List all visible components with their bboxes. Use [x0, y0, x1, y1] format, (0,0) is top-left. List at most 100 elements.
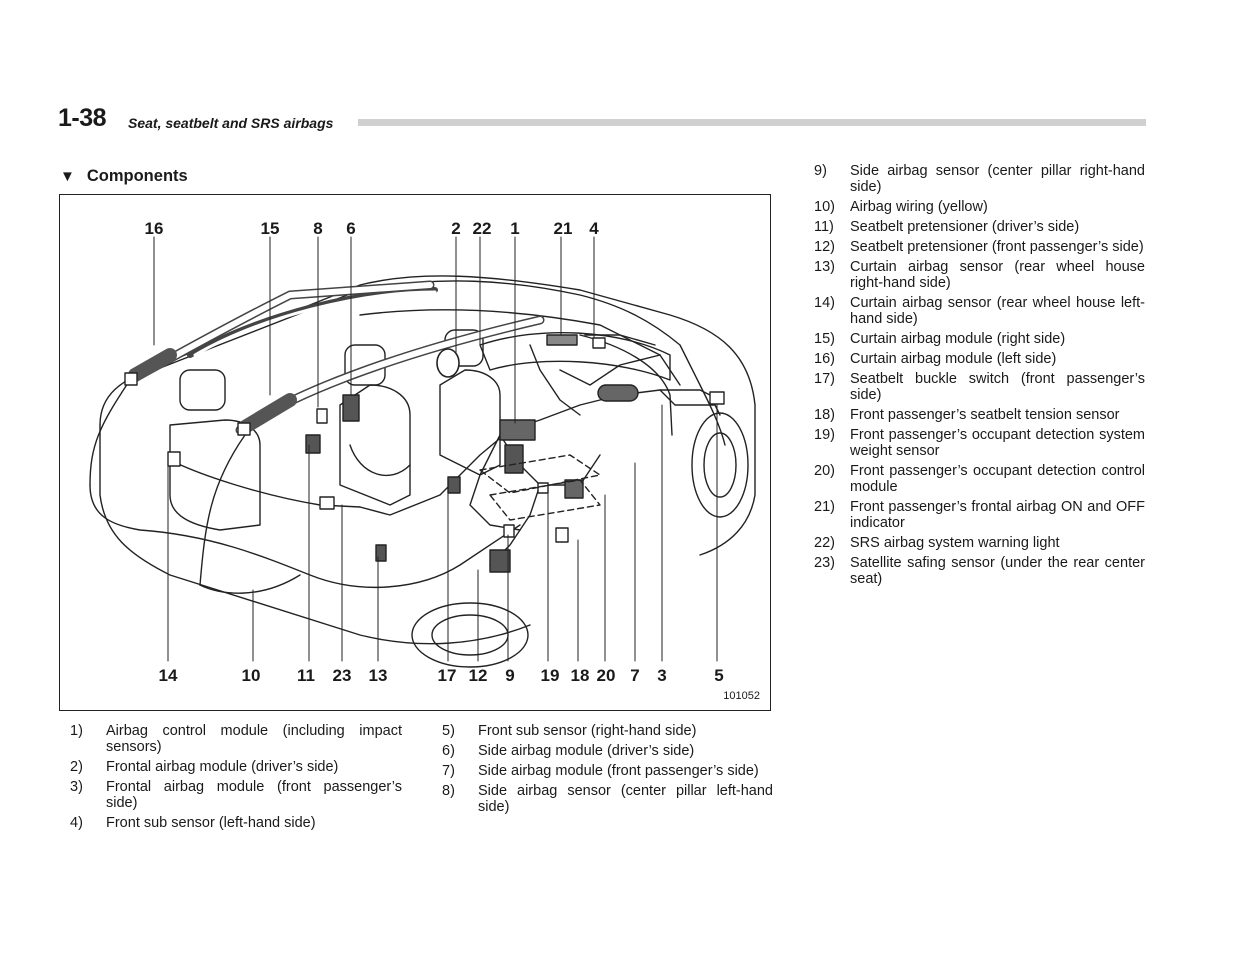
legend-text: Seatbelt pretensioner (front passenger’s…: [850, 239, 1144, 255]
callout-10: 10: [241, 666, 261, 685]
legend-text: Side airbag sensor (center pillar right-…: [850, 163, 1145, 195]
chapter-title: Seat, seatbelt and SRS airbags: [128, 115, 334, 131]
figure-number: 101052: [723, 690, 760, 702]
callout-9: 9: [505, 666, 515, 685]
legend-number: 13): [814, 259, 835, 275]
callout-4: 4: [589, 219, 599, 238]
legend-item: 15) Curtain airbag module (right side): [814, 331, 1145, 347]
section-heading-text: Components: [86, 167, 188, 185]
callout-3: 3: [657, 666, 667, 685]
legend-number: 7): [442, 763, 455, 779]
legend-item: 6) Side airbag module (driver’s side): [442, 743, 773, 759]
legend-text: Curtain airbag sensor (rear wheel house …: [850, 295, 1145, 327]
legend-item: 7) Side airbag module (front passenger’s …: [442, 763, 773, 779]
legend-item: 3) Frontal airbag module (front passenger…: [70, 779, 402, 811]
legend-number: 4): [70, 815, 83, 831]
legend-number: 19): [814, 427, 835, 443]
callout-19: 19: [540, 666, 560, 685]
legend-item: 9) Side airbag sensor (center pillar righ…: [814, 163, 1145, 195]
legend-column-3: 9) Side airbag sensor (center pillar righ…: [814, 163, 1145, 591]
callout-20: 20: [596, 666, 616, 685]
legend-number: 15): [814, 331, 835, 347]
legend-text: Front passenger’s occupant detection con…: [850, 463, 1145, 495]
legend-text: Front passenger’s occupant detection sys…: [850, 427, 1145, 459]
legend-number: 9): [814, 163, 827, 179]
legend-text: Front sub sensor (left-hand side): [106, 815, 316, 831]
legend-number: 20): [814, 463, 835, 479]
legend-number: 18): [814, 407, 835, 423]
callout-5: 5: [714, 666, 724, 685]
legend-item: 13) Curtain airbag sensor (rear wheel hou…: [814, 259, 1145, 291]
legend-text: Satellite safing sensor (under the rear …: [850, 555, 1145, 587]
legend-text: SRS airbag system warning light: [850, 535, 1060, 551]
callout-6: 6: [346, 219, 356, 238]
legend-item: 16)Curtain airbag module (left side): [814, 351, 1145, 367]
callout-7: 7: [630, 666, 640, 685]
legend-text: Airbag control module (including impact …: [106, 723, 402, 755]
legend-item: 1)Airbag control module (including impac…: [70, 723, 402, 755]
callout-12: 12: [468, 666, 488, 685]
callout-18: 18: [570, 666, 590, 685]
legend-text: Airbag wiring (yellow): [850, 199, 988, 215]
legend-item: 10) Airbag wiring (yellow): [814, 199, 1145, 215]
callout-23: 23: [332, 666, 352, 685]
legend-text: Side airbag module (driver’s side): [478, 743, 695, 759]
callout-22: 22: [472, 219, 492, 238]
legend-item: 8) Side airbag sensor (center pillar left…: [442, 783, 773, 815]
legend-number: 23): [814, 555, 835, 571]
callout-1: 1: [510, 219, 520, 238]
legend-item: 18) Front passenger’s seatbelt tension se…: [814, 407, 1145, 423]
legend-item: 12) Seatbelt pretensioner (front passenge…: [814, 239, 1145, 255]
legend-number: 10): [814, 199, 835, 215]
triangle-marker-icon: ▼: [60, 168, 75, 185]
legend-item: 21)Front passenger’s frontal airbag ON a…: [814, 499, 1145, 531]
legend-column-1: 1)Airbag control module (including impac…: [70, 723, 402, 835]
legend-text: Seatbelt pretensioner (driver’s side): [850, 219, 1080, 235]
legend-text: Frontal airbag module (front passenger’s…: [106, 779, 402, 811]
legend-number: 21): [814, 499, 835, 515]
section-heading: ▼ Components: [60, 167, 188, 186]
legend-item: 4) Front sub sensor (left-hand side): [70, 815, 402, 831]
legend-text: Side airbag module (front passenger’s si…: [478, 763, 759, 779]
legend-text: Curtain airbag module (right side): [850, 331, 1066, 347]
legend-item: 14) Curtain airbag sensor (rear wheel hou…: [814, 295, 1145, 327]
callout-13: 13: [368, 666, 388, 685]
legend-item: 11) Seatbelt pretensioner (driver’s side): [814, 219, 1145, 235]
callout-16: 16: [144, 219, 164, 238]
legend-number: 14): [814, 295, 835, 311]
legend-item: 23) Satellite safing sensor (under the re…: [814, 555, 1145, 587]
components-figure: 16 15 8 6 2 22 1 21 4 14 10 11 23 13 17 …: [59, 194, 771, 711]
legend-item: 20) Front passenger’s occupant detection …: [814, 463, 1145, 495]
legend-column-2: 5) Front sub sensor (right-hand side) 6) S…: [442, 723, 773, 819]
legend-number: 17): [814, 371, 835, 387]
legend-number: 6): [442, 743, 455, 759]
legend-text: Curtain airbag module (left side): [850, 351, 1057, 367]
legend-number: 12): [814, 239, 835, 255]
header-rule: [358, 119, 1146, 126]
car-srs-illustration: [89, 236, 756, 668]
legend-text: Front passenger’s seatbelt tension senso…: [850, 407, 1120, 423]
legend-number: 5): [442, 723, 455, 739]
callout-17: 17: [437, 666, 457, 685]
legend-text: Curtain airbag sensor (rear wheel house …: [850, 259, 1145, 291]
legend-number: 8): [442, 783, 455, 799]
page-header: 1-38 Seat, seatbelt and SRS airbags: [58, 104, 1146, 134]
legend-text: Seatbelt buckle switch (front passenger’…: [850, 371, 1145, 403]
callout-2: 2: [451, 219, 461, 238]
legend-number: 22): [814, 535, 835, 551]
legend-number: 2): [70, 759, 83, 775]
legend-text: Frontal airbag module (driver’s side): [106, 759, 339, 775]
callout-15: 15: [260, 219, 280, 238]
callout-8: 8: [313, 219, 323, 238]
legend-number: 3): [70, 779, 83, 795]
callout-21: 21: [553, 219, 573, 238]
callout-14: 14: [158, 666, 178, 685]
legend-item: 19) Front passenger’s occupant detection …: [814, 427, 1145, 459]
legend-item: 2) Frontal airbag module (driver’s side): [70, 759, 402, 775]
callout-11: 11: [297, 666, 315, 685]
legend-text: Front sub sensor (right-hand side): [478, 723, 697, 739]
legend-item: 17) Seatbelt buckle switch (front passeng…: [814, 371, 1145, 403]
legend-number: 11): [814, 219, 834, 235]
legend-text: Side airbag sensor (center pillar left-h…: [478, 783, 773, 815]
page-number: 1-38: [58, 104, 107, 132]
